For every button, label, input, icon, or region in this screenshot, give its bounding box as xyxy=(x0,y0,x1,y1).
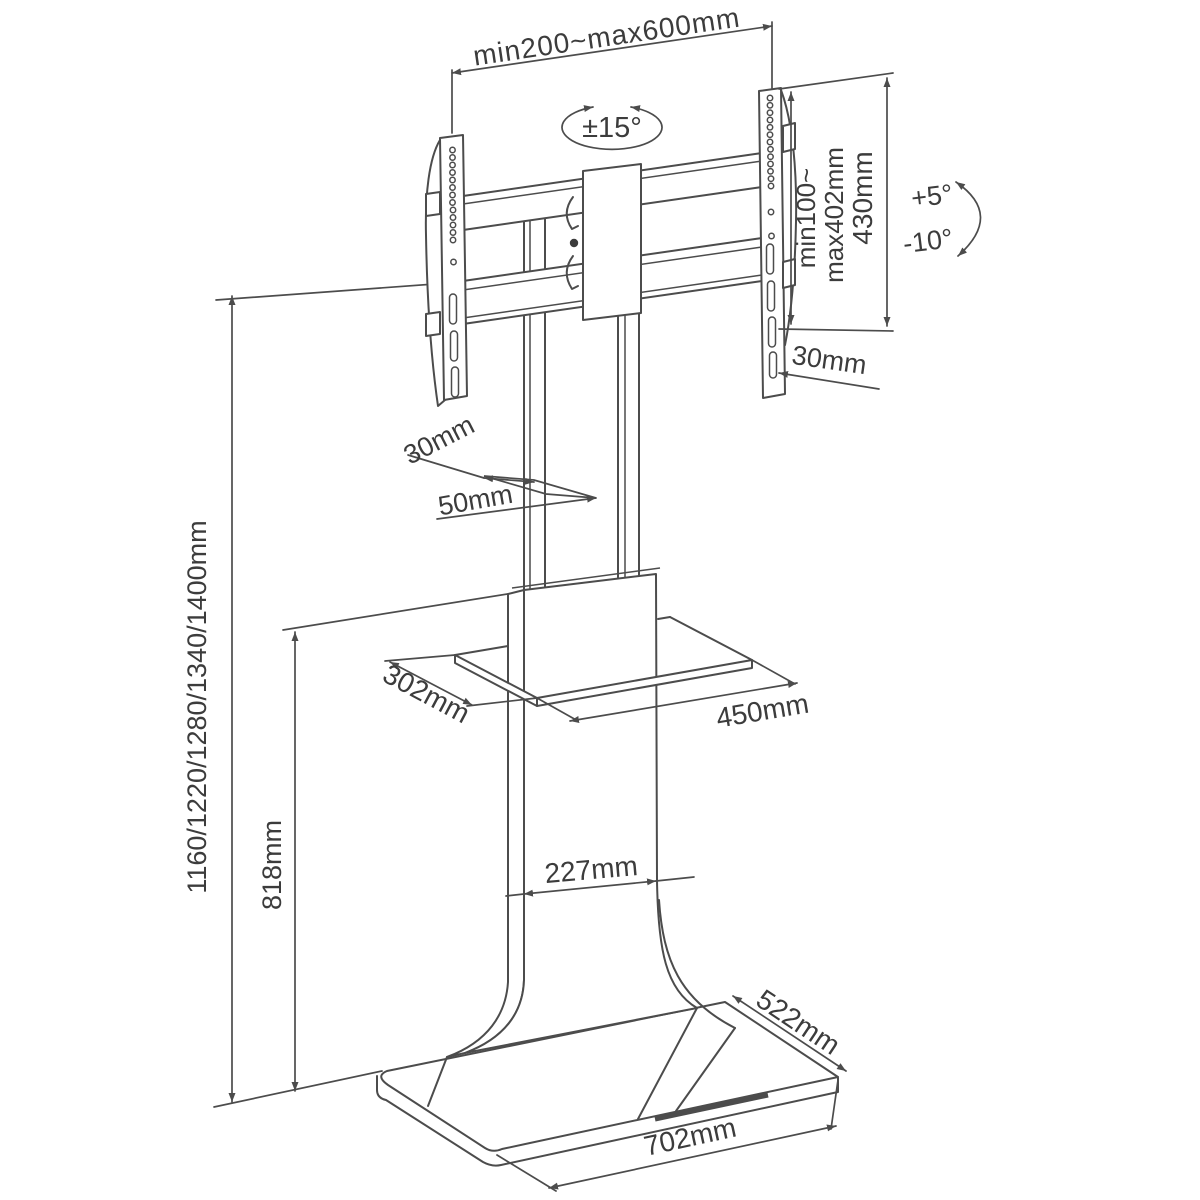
bracket-tab xyxy=(425,311,441,337)
mount-width-range-label: min200~max600mm xyxy=(471,2,742,72)
shelf-width-dimension-line xyxy=(569,681,798,723)
tv-bracket-left xyxy=(424,134,468,407)
pole-depth-dimension-line xyxy=(436,495,597,520)
left-pole xyxy=(523,199,546,599)
mount-plate xyxy=(582,163,642,321)
vesa-range-label-line2: max402mm xyxy=(819,147,849,283)
shelf-back-edge xyxy=(454,645,509,656)
base-width-dimension-line xyxy=(548,1124,837,1190)
base-bottom-shadow-edge xyxy=(654,1092,769,1122)
bracket-holes xyxy=(765,94,778,379)
tilt-up-label: +5° xyxy=(909,179,954,214)
base-plate xyxy=(376,1001,839,1167)
column-top-back-edge xyxy=(511,567,661,589)
dim-bracket-depth: 30mm xyxy=(778,340,880,390)
dim-pole-section: 30mm 50mm xyxy=(399,410,597,522)
shelf-depth-label: 302mm xyxy=(378,658,475,729)
foot-crease xyxy=(675,1027,736,1112)
bracket-front-plate xyxy=(439,134,468,401)
pivot-dot xyxy=(569,238,579,248)
extension-line xyxy=(384,654,456,662)
vesa-hooks xyxy=(565,196,579,290)
pole-width-dimension-line xyxy=(483,475,535,485)
tilt-annotation: +5° -10° xyxy=(901,179,982,259)
vesa-range-label-line1: min100~ xyxy=(791,168,821,268)
dimension-line xyxy=(451,23,773,76)
pole-width-label: 30mm xyxy=(399,410,479,471)
shelf-right-edge xyxy=(669,616,753,661)
dimension-line xyxy=(523,878,657,897)
shelf-height-label: 818mm xyxy=(257,820,287,910)
dim-shelf-height: 818mm xyxy=(257,631,299,1092)
extension-line xyxy=(496,1154,557,1192)
dim-bracket-height: min100~ max402mm 430mm xyxy=(778,72,894,332)
column-front-face xyxy=(464,573,698,1054)
bracket-tab xyxy=(782,122,796,153)
base-top-face xyxy=(380,1001,839,1152)
extension-line xyxy=(466,697,538,707)
bracket-height-label: 430mm xyxy=(847,151,878,244)
overall-height-top-tick xyxy=(215,281,463,301)
floor-baseline xyxy=(213,1070,383,1108)
leader-line xyxy=(407,454,485,479)
tv-mount-assembly xyxy=(424,87,798,599)
shelf-height-top-tick xyxy=(282,591,521,631)
foot-crease xyxy=(637,1007,698,1120)
tilt-down-label: -10° xyxy=(901,223,954,259)
rotation-arrow-icon xyxy=(561,105,663,151)
base-thickness-edge xyxy=(376,1075,839,1167)
leader-line xyxy=(778,370,880,390)
shelf-depth-dimension-line xyxy=(389,661,473,706)
extension-line xyxy=(751,659,796,685)
extension-line xyxy=(778,328,894,332)
extension-line xyxy=(830,1079,839,1130)
pole-depth-label: 50mm xyxy=(436,479,515,522)
tilt-arrow-icon xyxy=(955,181,982,257)
foot-crease xyxy=(427,1056,448,1107)
extension-line xyxy=(505,893,525,897)
shelf-back-edge xyxy=(657,616,671,620)
bracket-front-plate xyxy=(758,87,786,399)
swivel-angle-label: ±15° xyxy=(582,112,642,144)
dim-overall-height: 1160/1220/1280/1340/1400mm xyxy=(182,295,236,1103)
bracket-depth-label: 30mm xyxy=(790,340,868,380)
extension-line xyxy=(655,876,695,882)
bracket-holes xyxy=(448,146,460,398)
base-depth-dimension-line xyxy=(732,995,847,1072)
bracket-tab xyxy=(425,191,441,217)
swivel-annotation: ±15° xyxy=(561,105,663,151)
foot-outer-curve xyxy=(658,899,736,1029)
extension-line xyxy=(778,72,894,90)
height-reference-lines xyxy=(213,281,521,1108)
overall-heights-label: 1160/1220/1280/1340/1400mm xyxy=(182,520,212,893)
